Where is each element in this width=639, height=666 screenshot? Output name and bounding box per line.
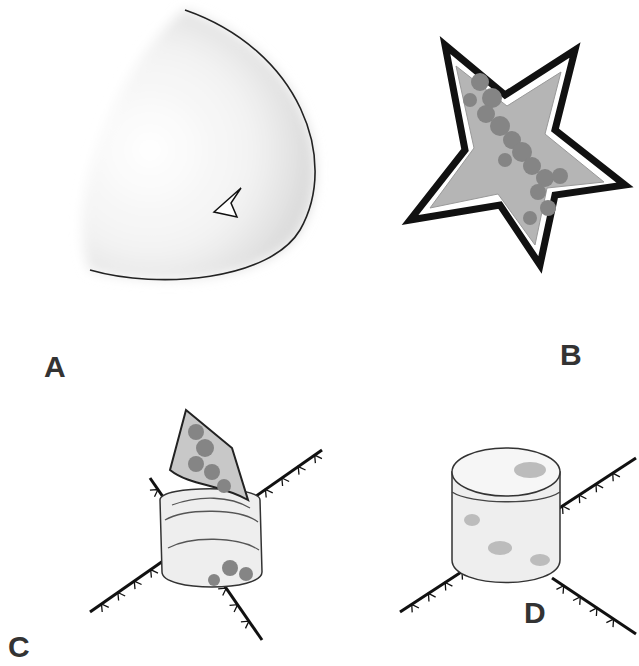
- suture-line: [90, 450, 322, 612]
- suture-stitch: [230, 605, 238, 612]
- defect-floor: [430, 66, 604, 245]
- suture-stitch: [412, 604, 419, 612]
- panel-d-cylinder: [452, 448, 560, 583]
- suture-stitch: [218, 588, 226, 595]
- panel-label: B: [560, 340, 582, 370]
- suture-stitch: [118, 593, 125, 601]
- suture-stitch: [151, 570, 158, 578]
- surface-shading: [82, 10, 315, 280]
- suture-stitch: [556, 586, 563, 594]
- suture-stitch: [134, 581, 141, 589]
- panel-label: A: [44, 352, 66, 382]
- plug-tip: [170, 410, 248, 500]
- suture-line: [552, 578, 636, 634]
- suture-stitch: [241, 621, 249, 628]
- panel-label: D: [524, 598, 546, 628]
- panel-c-roll: [160, 410, 262, 587]
- suture-stitch: [613, 473, 620, 481]
- tissue-blotches: [463, 73, 568, 225]
- panel-b-defect: [410, 45, 625, 265]
- suture-stitch: [579, 495, 586, 503]
- cylinder-seam: [452, 492, 560, 502]
- suture-stitch: [315, 455, 322, 463]
- stellate-opening: [214, 188, 241, 217]
- roll-blotches: [188, 424, 253, 586]
- suture-stitch: [298, 467, 305, 475]
- suture-stitch: [590, 608, 597, 616]
- suture-stitch: [596, 484, 603, 492]
- suture-stitch: [265, 489, 272, 497]
- panel-a-surface: [82, 10, 315, 280]
- suture-stitch: [606, 619, 613, 627]
- suture-stitch: [562, 506, 569, 514]
- suture-stitch: [150, 490, 158, 497]
- suture-line: [150, 478, 262, 640]
- panel-label: C: [8, 632, 30, 662]
- roll-spiral: [165, 498, 259, 550]
- suture-stitch: [282, 478, 289, 486]
- cylinder-blotches: [464, 462, 550, 566]
- roll-body: [160, 489, 262, 587]
- defect-border: [410, 45, 625, 265]
- cylinder-top: [452, 448, 560, 496]
- suture-stitch: [573, 597, 580, 605]
- suture-stitch: [445, 582, 452, 590]
- surface-outline: [90, 10, 315, 280]
- suture-stitch: [428, 593, 435, 601]
- suture-stitch: [101, 604, 108, 612]
